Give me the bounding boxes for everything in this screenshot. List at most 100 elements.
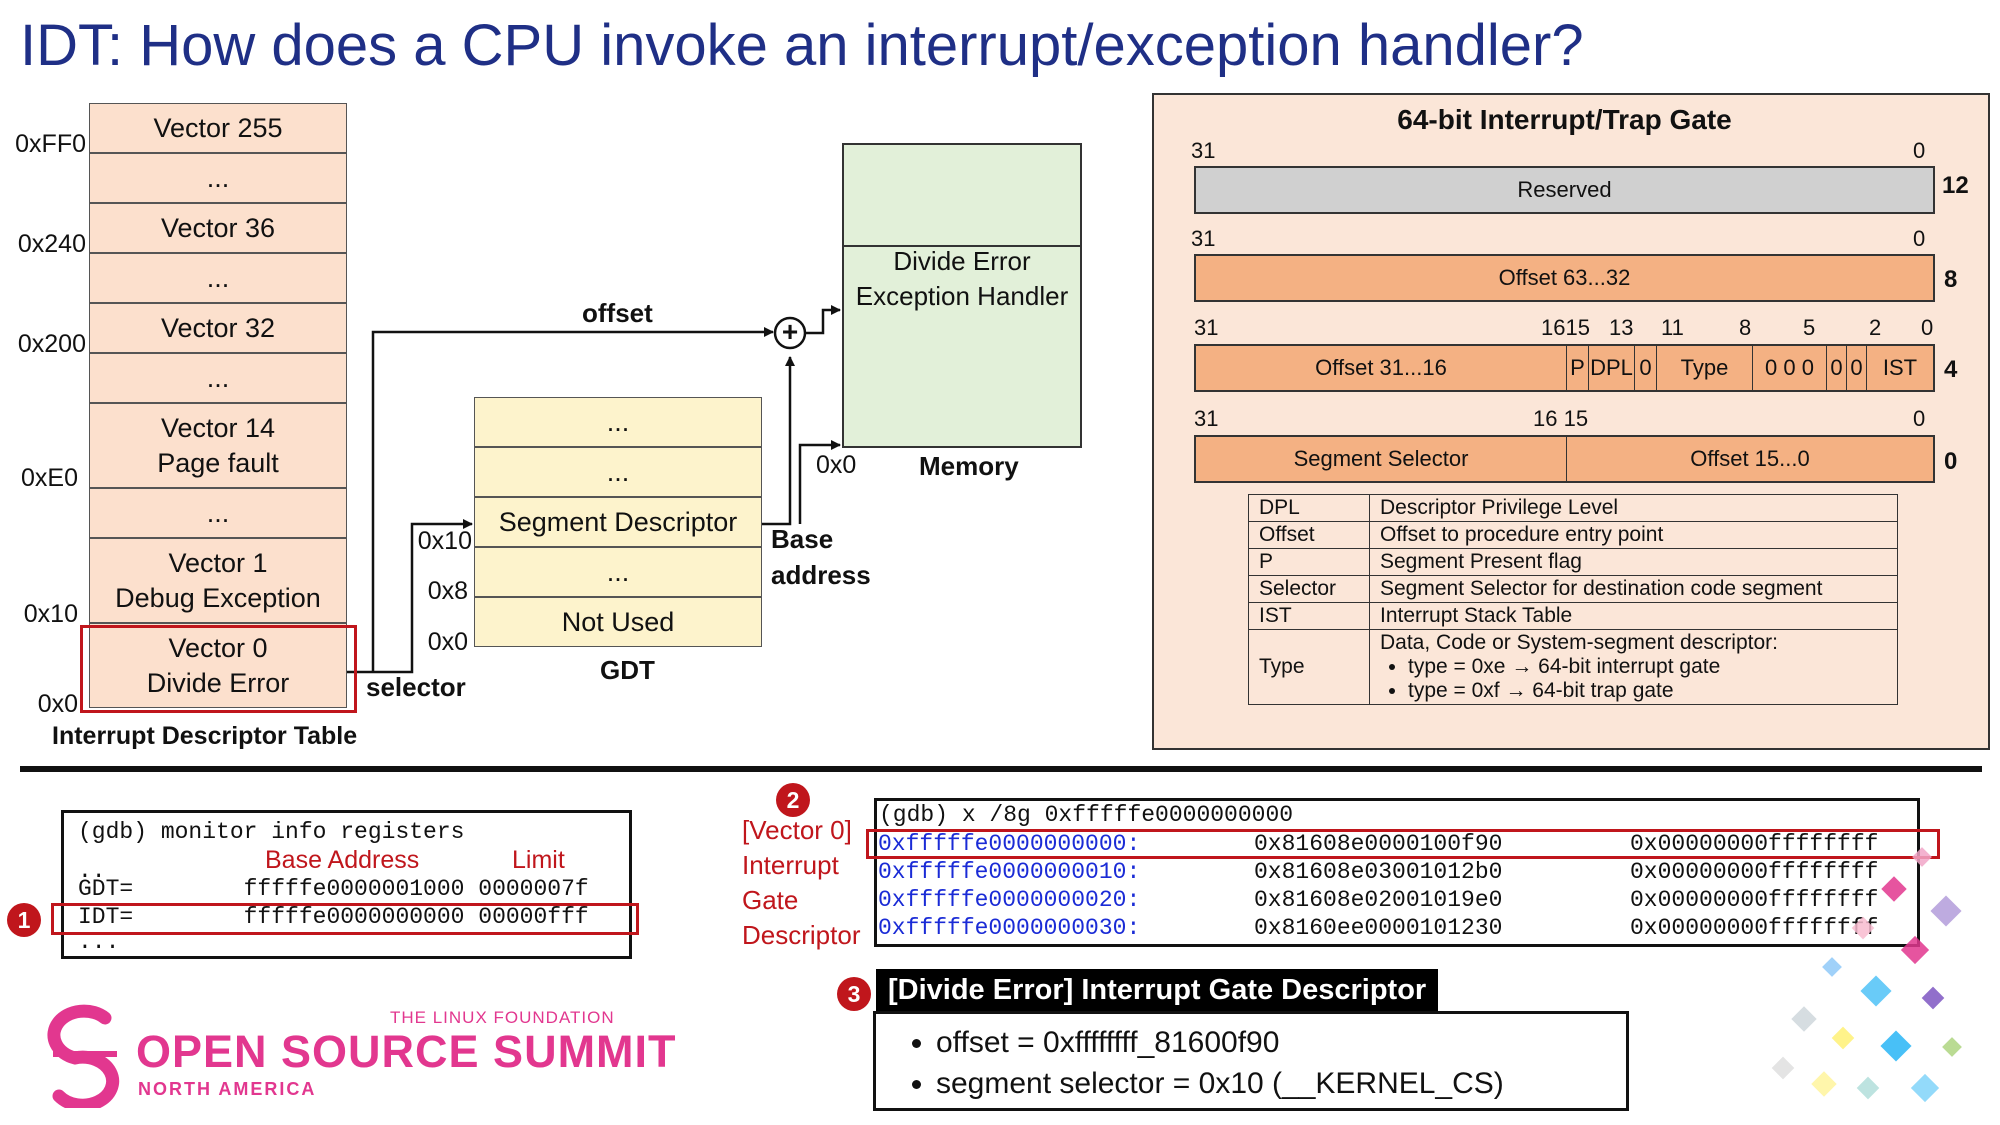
bit-label-0: 0 xyxy=(1913,226,1926,251)
idt-cell-vector-32: Vector 32 xyxy=(89,303,347,353)
gate-field-zeros: 0 0 0 xyxy=(1753,346,1827,390)
summary-box: offset = 0xffffffff_81600f90 segment sel… xyxy=(873,1011,1629,1111)
idt-vector0-highlight xyxy=(80,625,357,713)
idt-cell-ellipsis: ... xyxy=(89,253,347,303)
memory-label: Memory xyxy=(919,451,1019,481)
idt-address-0xe0: 0xE0 xyxy=(21,464,78,492)
gdt-cell-not-used: Not Used xyxy=(474,597,762,647)
gate-row-12: Reserved xyxy=(1194,166,1935,214)
idt-cell-ellipsis: ... xyxy=(89,153,347,203)
summary-list: offset = 0xffffffff_81600f90 segment sel… xyxy=(876,1014,1626,1104)
dump-value: 0x8160ee0000101230 xyxy=(1254,915,1503,941)
gdt-address-0x0: 0x0 xyxy=(427,628,468,656)
dump-value: 0x81608e0000100f90 xyxy=(1254,831,1503,857)
gate-field-ist: IST xyxy=(1882,355,1918,380)
legend-bullets: type = 0xe → 64-bit interrupt gate type … xyxy=(1380,655,1887,703)
terminal-idt-row: IDT= fffffe0000000000 00000fff xyxy=(78,904,589,930)
bit-label-31: 31 xyxy=(1194,315,1219,340)
gdb-memory-terminal xyxy=(874,798,1920,947)
legend-desc: Offset to procedure entry point xyxy=(1369,521,1898,549)
idt-cell-vector-36: Vector 36 xyxy=(89,203,347,253)
memory-address-0x0: 0x0 xyxy=(816,451,857,479)
gate-field-segment-selector: Segment Selector xyxy=(1196,437,1567,481)
bit-label-5: 5 xyxy=(1803,315,1816,340)
step-badge-3: 3 xyxy=(837,977,871,1011)
step-badge-2: 2 xyxy=(776,783,810,817)
idt-cell-vector-14: Vector 14 Page fault xyxy=(89,403,347,488)
gate-row-offset-8: 8 xyxy=(1944,266,1958,293)
gate-field-offset-31-16: Offset 31...16 xyxy=(1196,346,1567,390)
dump-address: 0xfffffe0000000010: xyxy=(878,859,1141,885)
gate-row-0: Segment Selector Offset 15...0 xyxy=(1194,435,1935,483)
gate-field-zero: 0 xyxy=(1827,346,1847,390)
offset-arrow xyxy=(371,327,774,672)
summary-segment-selector: segment selector = 0x10 (__KERNEL_CS) xyxy=(936,1063,1626,1104)
dump-value: 0x00000000ffffffff xyxy=(1630,887,1879,913)
terminal-gdt-row: GDT= fffffe0000001000 0000007f xyxy=(78,876,589,902)
idt-label: Interrupt Descriptor Table xyxy=(52,722,358,750)
bit-label-13: 13 xyxy=(1609,315,1634,340)
bit-label-31: 31 xyxy=(1191,138,1216,163)
gate-field-zero: 0 xyxy=(1635,346,1657,390)
selector-arrow xyxy=(347,519,473,674)
idt-address-0x0: 0x0 xyxy=(37,690,78,718)
idt-row-highlight xyxy=(51,903,639,935)
idt-cell-vector-255: Vector 255 xyxy=(89,103,347,153)
base-address-label: Base address xyxy=(771,524,871,590)
memory-base-arrow xyxy=(798,440,841,524)
legend-key: Type xyxy=(1248,629,1370,705)
vector0-row-highlight xyxy=(866,829,1940,859)
idt-address-0xff0: 0xFF0 xyxy=(15,130,86,158)
gdt-cell-ellipsis: ... xyxy=(474,447,762,497)
column-limit: Limit xyxy=(512,846,565,874)
gate-title: 64-bit Interrupt/Trap Gate xyxy=(1397,104,1732,135)
memory-cell-handler: Divide Error Exception Handler xyxy=(842,245,1082,313)
idt-cell-vector-1: Vector 1 Debug Exception xyxy=(89,538,347,623)
summary-offset: offset = 0xffffffff_81600f90 xyxy=(936,1022,1626,1063)
descriptor-label: Descriptor xyxy=(742,920,861,950)
gate-row-4: Offset 31...16 P DPL 0 Type 0 0 0 0 0 IS… xyxy=(1194,344,1935,392)
bit-label-0: 0 xyxy=(1913,138,1926,163)
legend-key: Selector xyxy=(1248,575,1370,603)
bit-label-8: 8 xyxy=(1739,315,1752,340)
dump-value: 0x81608e02001019e0 xyxy=(1254,887,1503,913)
bit-label-0: 0 xyxy=(1921,315,1934,340)
bit-label-0: 0 xyxy=(1913,406,1926,431)
gdt-address-0x8: 0x8 xyxy=(427,577,468,605)
gate-row-8: Offset 63...32 xyxy=(1194,254,1935,302)
bit-label-2: 2 xyxy=(1869,315,1882,340)
legend-desc: Data, Code or System-segment descriptor: xyxy=(1380,631,1778,654)
bit-label-31: 31 xyxy=(1191,226,1216,251)
gdt-cell-ellipsis: ... xyxy=(474,397,762,447)
idt-cell-ellipsis: ... xyxy=(89,353,347,403)
column-base-address: Base Address xyxy=(265,846,420,874)
idt-address-0x200: 0x200 xyxy=(17,330,86,358)
legend-row: Type Data, Code or System-segment descri… xyxy=(1248,629,1898,705)
dump-value: 0x00000000ffffffff xyxy=(1630,859,1879,885)
logo-foundation: THE LINUX FOUNDATION xyxy=(390,1008,615,1027)
legend-desc: Interrupt Stack Table xyxy=(1369,602,1898,630)
dump-value: 0x00000000ffffffff xyxy=(1630,915,1879,941)
terminal-command: (gdb) monitor info registers xyxy=(78,819,465,845)
idt-address-0x10: 0x10 xyxy=(23,600,78,628)
gate-field-zero: 0 xyxy=(1847,346,1867,390)
dump-address: 0xfffffe0000000030: xyxy=(878,915,1141,941)
gate-field-offset-63-32: Offset 63...32 xyxy=(1498,265,1631,290)
decorative-pattern-icon xyxy=(1771,847,1962,1103)
bit-label-16-15: 16 15 xyxy=(1533,406,1589,431)
section-divider xyxy=(20,766,1982,772)
gate-field-reserved: Reserved xyxy=(1517,177,1612,202)
dump-value: 0x00000000ffffffff xyxy=(1630,831,1879,857)
legend-key: DPL xyxy=(1248,494,1370,522)
legend-desc: Segment Present flag xyxy=(1369,548,1898,576)
base-address-arrow xyxy=(762,356,795,526)
dump-address: 0xfffffe0000000000: xyxy=(878,831,1141,857)
gate-row-offset-12: 12 xyxy=(1942,172,1969,199)
gdt-label: GDT xyxy=(600,655,655,685)
